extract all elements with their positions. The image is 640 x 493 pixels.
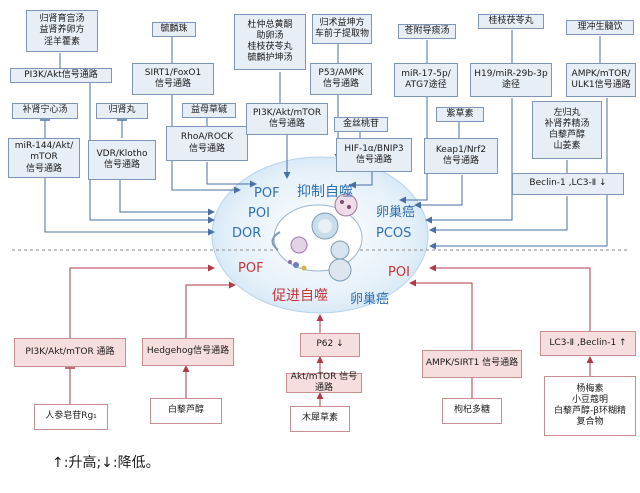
- mir17-box: miR-17-5p/ ATG7途径: [394, 63, 458, 97]
- poi-top-label: POI: [248, 206, 270, 221]
- pof-bottom-label: POF: [238, 261, 264, 276]
- yangmeisu-box: 杨梅素 小豆蔻明 白藜芦醇-β环糊精 复合物: [544, 376, 636, 436]
- ginsenoside-box: 人参皂苷Rg₁: [34, 404, 108, 430]
- liulinzhu-box: 毓麟珠: [152, 22, 196, 37]
- p53-ampk-box: P53/AMPK 信号通路: [310, 63, 372, 95]
- lc3-up-box: LC3-Ⅱ ,Beclin-1 ↑: [540, 331, 636, 356]
- ovarian-cancer-bottom-label: 卵巢癌: [350, 292, 390, 307]
- sirt1-foxo1-box: SIRT1/FoxO1 信号通路: [132, 63, 214, 95]
- ampk-sirt1-box: AMPK/SIRT1 信号通路: [422, 350, 522, 378]
- cangfu-box: 苍附导痰汤: [398, 24, 456, 39]
- vdr-klotho-box: VDR/Klotho 信号通路: [88, 140, 156, 180]
- h19-box: H19/miR-29b-3p 途径: [470, 63, 552, 97]
- rhoa-rock-box: RhoA/ROCK 信号通路: [166, 126, 248, 161]
- guishen-pill-box: 归肾丸: [96, 103, 148, 119]
- lichong-box: 理冲生髓饮: [566, 20, 634, 35]
- resveratrol-box: 白藜芦醇: [150, 398, 222, 424]
- p62-box: P62 ↓: [300, 333, 360, 357]
- mir144-box: miR-144/Akt/ mTOR 信号通路: [8, 138, 80, 178]
- legend-note: ↑:升高;↓:降低。: [52, 455, 160, 471]
- ovarian-cancer-top-label: 卵巢癌: [376, 205, 416, 220]
- pi3k-akt-mtor-box-2: PI3K/Akt/mTOR 通路: [14, 338, 126, 367]
- inhibit-autophagy-label: 抑制自噬: [297, 184, 353, 200]
- ampk-mtor-ulk1-box: AMPK/mTOR/ ULK1信号通路: [566, 63, 636, 97]
- pi3k-akt-box-1: PI3K/Akt信号通路: [10, 68, 112, 83]
- hedgehog-box: Hedgehog信号通路: [142, 338, 234, 366]
- pi3k-akt-mtor-box-1: PI3K/Akt/mTOR 信号通路: [246, 103, 328, 135]
- promote-autophagy-label: 促进自噬: [272, 288, 328, 304]
- zicao-box: 紫草素: [436, 107, 484, 122]
- yimucao-box: 益母草碱: [182, 103, 236, 118]
- mushu-box: 木犀草素: [290, 406, 350, 432]
- pcos-label: PCOS: [376, 226, 412, 241]
- hif1a-box: HIF-1α/BNIP3 信号通路: [336, 138, 412, 172]
- guizhi-box: 桂枝茯苓丸: [478, 14, 544, 29]
- bushen-box: 补肾宁心汤: [12, 103, 78, 119]
- jinsitao-box: 金丝桃苷: [334, 117, 388, 132]
- gouqi-box: 枸杞多糖: [442, 398, 502, 424]
- guizhu-box: 归术益坤方 车前子提取物: [312, 14, 372, 44]
- dor-label: DOR: [232, 226, 262, 241]
- poi-bottom-label: POI: [388, 265, 410, 280]
- duzhong-box: 杜仲总黄酮 助卵汤 桂枝茯苓丸 毓麟护坤汤: [234, 14, 306, 70]
- autophagy-cell-illustration: [271, 193, 363, 282]
- pof-top-label: POF: [254, 186, 280, 201]
- akt-mtor-box: Akt/mTOR 信号通路: [286, 372, 362, 393]
- zuoguiwan-box: 左归丸 补肾养精汤 白藜芦醇 山姜素: [532, 101, 602, 159]
- keap1-nrf2-box: Keap1/Nrf2 信号通路: [424, 138, 498, 174]
- guishen-formula-box: 归肾育宫汤 益肾养卵方 淫羊藿素: [26, 10, 98, 52]
- beclin-down-box: Beclin-1 ,LC3-Ⅱ ↓: [512, 173, 624, 195]
